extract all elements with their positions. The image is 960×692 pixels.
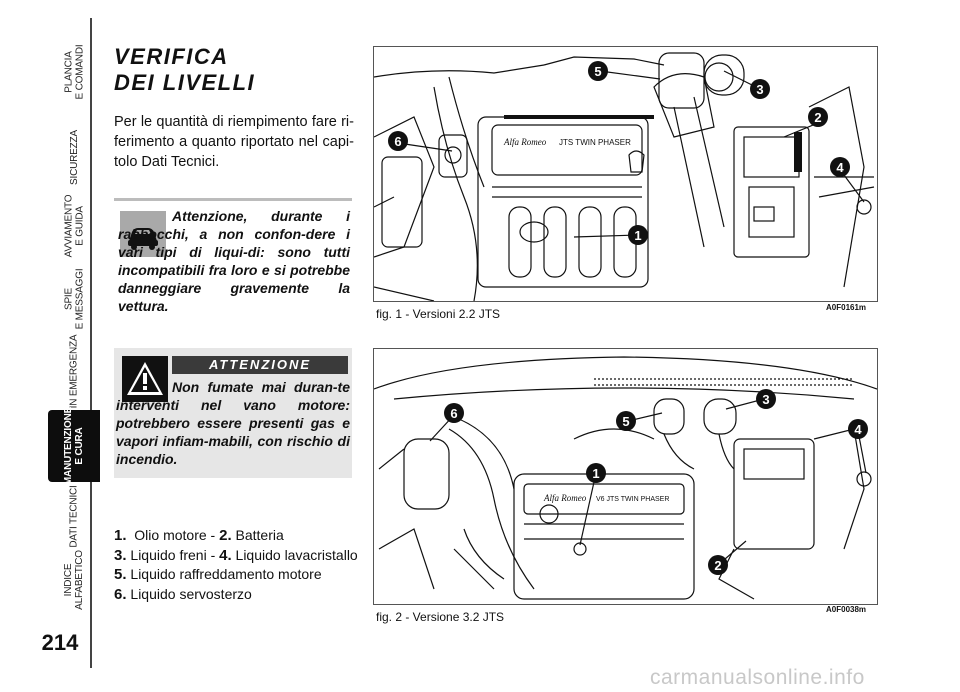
fig2-callout-3: 3 [762,392,769,407]
figure-2-caption: fig. 2 - Versione 3.2 JTS [376,610,505,624]
page-number-line [90,608,92,668]
tab-in-emergenza[interactable]: IN EMERGENZA [44,334,104,408]
warning-box: ATTENZIONE Non fumate mai duran-te inter… [114,348,352,478]
fig2-callout-4: 4 [854,422,862,437]
tab-spie-e-messaggi[interactable]: SPIE E MESSAGGI [44,264,104,334]
sidebar-line [90,18,92,608]
legend: 1. Olio motore - 2. Batteria 3. Liquido … [114,526,358,604]
page-number: 214 [41,630,79,655]
fig1-callout-6: 6 [394,134,401,149]
title-line-2: DEI LIVELLI [114,70,256,95]
fig1-callout-1: 1 [634,228,641,243]
tab-indice-alfabetico[interactable]: INDICE ALFABETICO [44,550,104,610]
figure-1-engine-2-2-jts: Alfa Romeo JTS TWIN PHASER 1 2 3 4 5 6 [373,46,878,302]
tab-label: DATI TECNICI [68,484,80,548]
legend-item-raffreddamento: Liquido raffreddamento motore [130,566,322,582]
page-title: VERIFICA DEI LIVELLI [114,44,255,96]
tab-avviamento-e-guida[interactable]: AVVIAMENTO E GUIDA [44,190,104,262]
figure-2-engine-3-2-jts: Alfa Romeo V6 JTS TWIN PHASER 1 2 3 4 5 … [373,348,878,605]
tab-label: SICUREZZA [68,129,80,185]
tab-label: INDICE ALFABETICO [63,550,85,610]
notice-box: Attenzione, durante i rabbocchi, a non c… [114,198,352,331]
warning-text: Non fumate mai duran-te interventi nel v… [116,379,350,467]
legend-number: 3. [114,546,127,564]
title-line-1: VERIFICA [114,44,229,69]
tab-label: SPIE E MESSAGGI [63,268,86,330]
legend-item-batteria: Batteria [235,527,284,543]
legend-item-lavacristallo: Liquido lavacristallo [235,546,358,563]
legend-number: 2. [219,527,232,544]
chapter-sidebar: PLANCIA E COMANDI SICUREZZA AVVIAMENTO E… [0,0,100,692]
notice-text: Attenzione, durante i rabbocchi, a non c… [118,208,350,314]
engine-drawing-2: Alfa Romeo V6 JTS TWIN PHASER 1 2 3 4 5 … [374,356,877,600]
fig1-brand-label: Alfa Romeo [503,137,547,147]
tab-dati-tecnici[interactable]: DATI TECNICI [44,484,104,548]
warning-heading: ATTENZIONE [172,356,348,374]
legend-number: 5. [114,566,127,583]
tab-manutenzione-e-cura[interactable]: MANUTENZIONE E CURA [48,406,100,486]
fig2-brand-label: Alfa Romeo [543,493,587,503]
legend-item-servosterzo: Liquido servosterzo [130,585,252,602]
figure-1-code: A0F0161m [826,303,867,312]
fig2-callout-2: 2 [714,558,721,573]
tab-label: IN EMERGENZA [68,334,80,408]
tab-label: PLANCIA E COMANDI [63,44,85,100]
fig1-callout-2: 2 [814,110,821,125]
legend-number: 6. [114,585,127,603]
car-notice-icon [120,211,166,257]
legend-number: 4. [219,546,232,564]
fig2-callout-6: 6 [450,406,457,421]
fig1-callout-4: 4 [836,160,844,175]
intro-paragraph: Per le quantità di riempimento fare ri-f… [114,114,354,170]
tab-label: AVVIAMENTO E GUIDA [63,194,85,258]
fig1-callout-5: 5 [594,64,601,79]
engine-drawing-1: Alfa Romeo JTS TWIN PHASER 1 2 3 4 5 6 [374,52,875,301]
figure-2-code: A0F0038m [826,605,867,614]
legend-item-liquido-freni: Liquido freni - [130,546,220,563]
warning-triangle-icon [122,356,168,402]
tab-label: MANUTENZIONE E CURA [63,406,85,486]
fig1-engine-label: JTS TWIN PHASER [559,138,631,147]
figure-1-caption: fig. 1 - Versioni 2.2 JTS [376,307,501,321]
legend-number: 1. [114,527,127,544]
fig2-callout-1: 1 [592,466,599,481]
tab-plancia-e-comandi[interactable]: PLANCIA E COMANDI [44,20,104,124]
fig1-callout-3: 3 [756,82,763,97]
legend-item-olio-motore: Olio motore - [134,527,220,543]
watermark: carmanualsonline.info [650,666,865,689]
fig2-callout-5: 5 [622,414,629,429]
tab-sicurezza[interactable]: SICUREZZA [44,126,104,188]
fig2-engine-label: V6 JTS TWIN PHASER [596,496,669,503]
